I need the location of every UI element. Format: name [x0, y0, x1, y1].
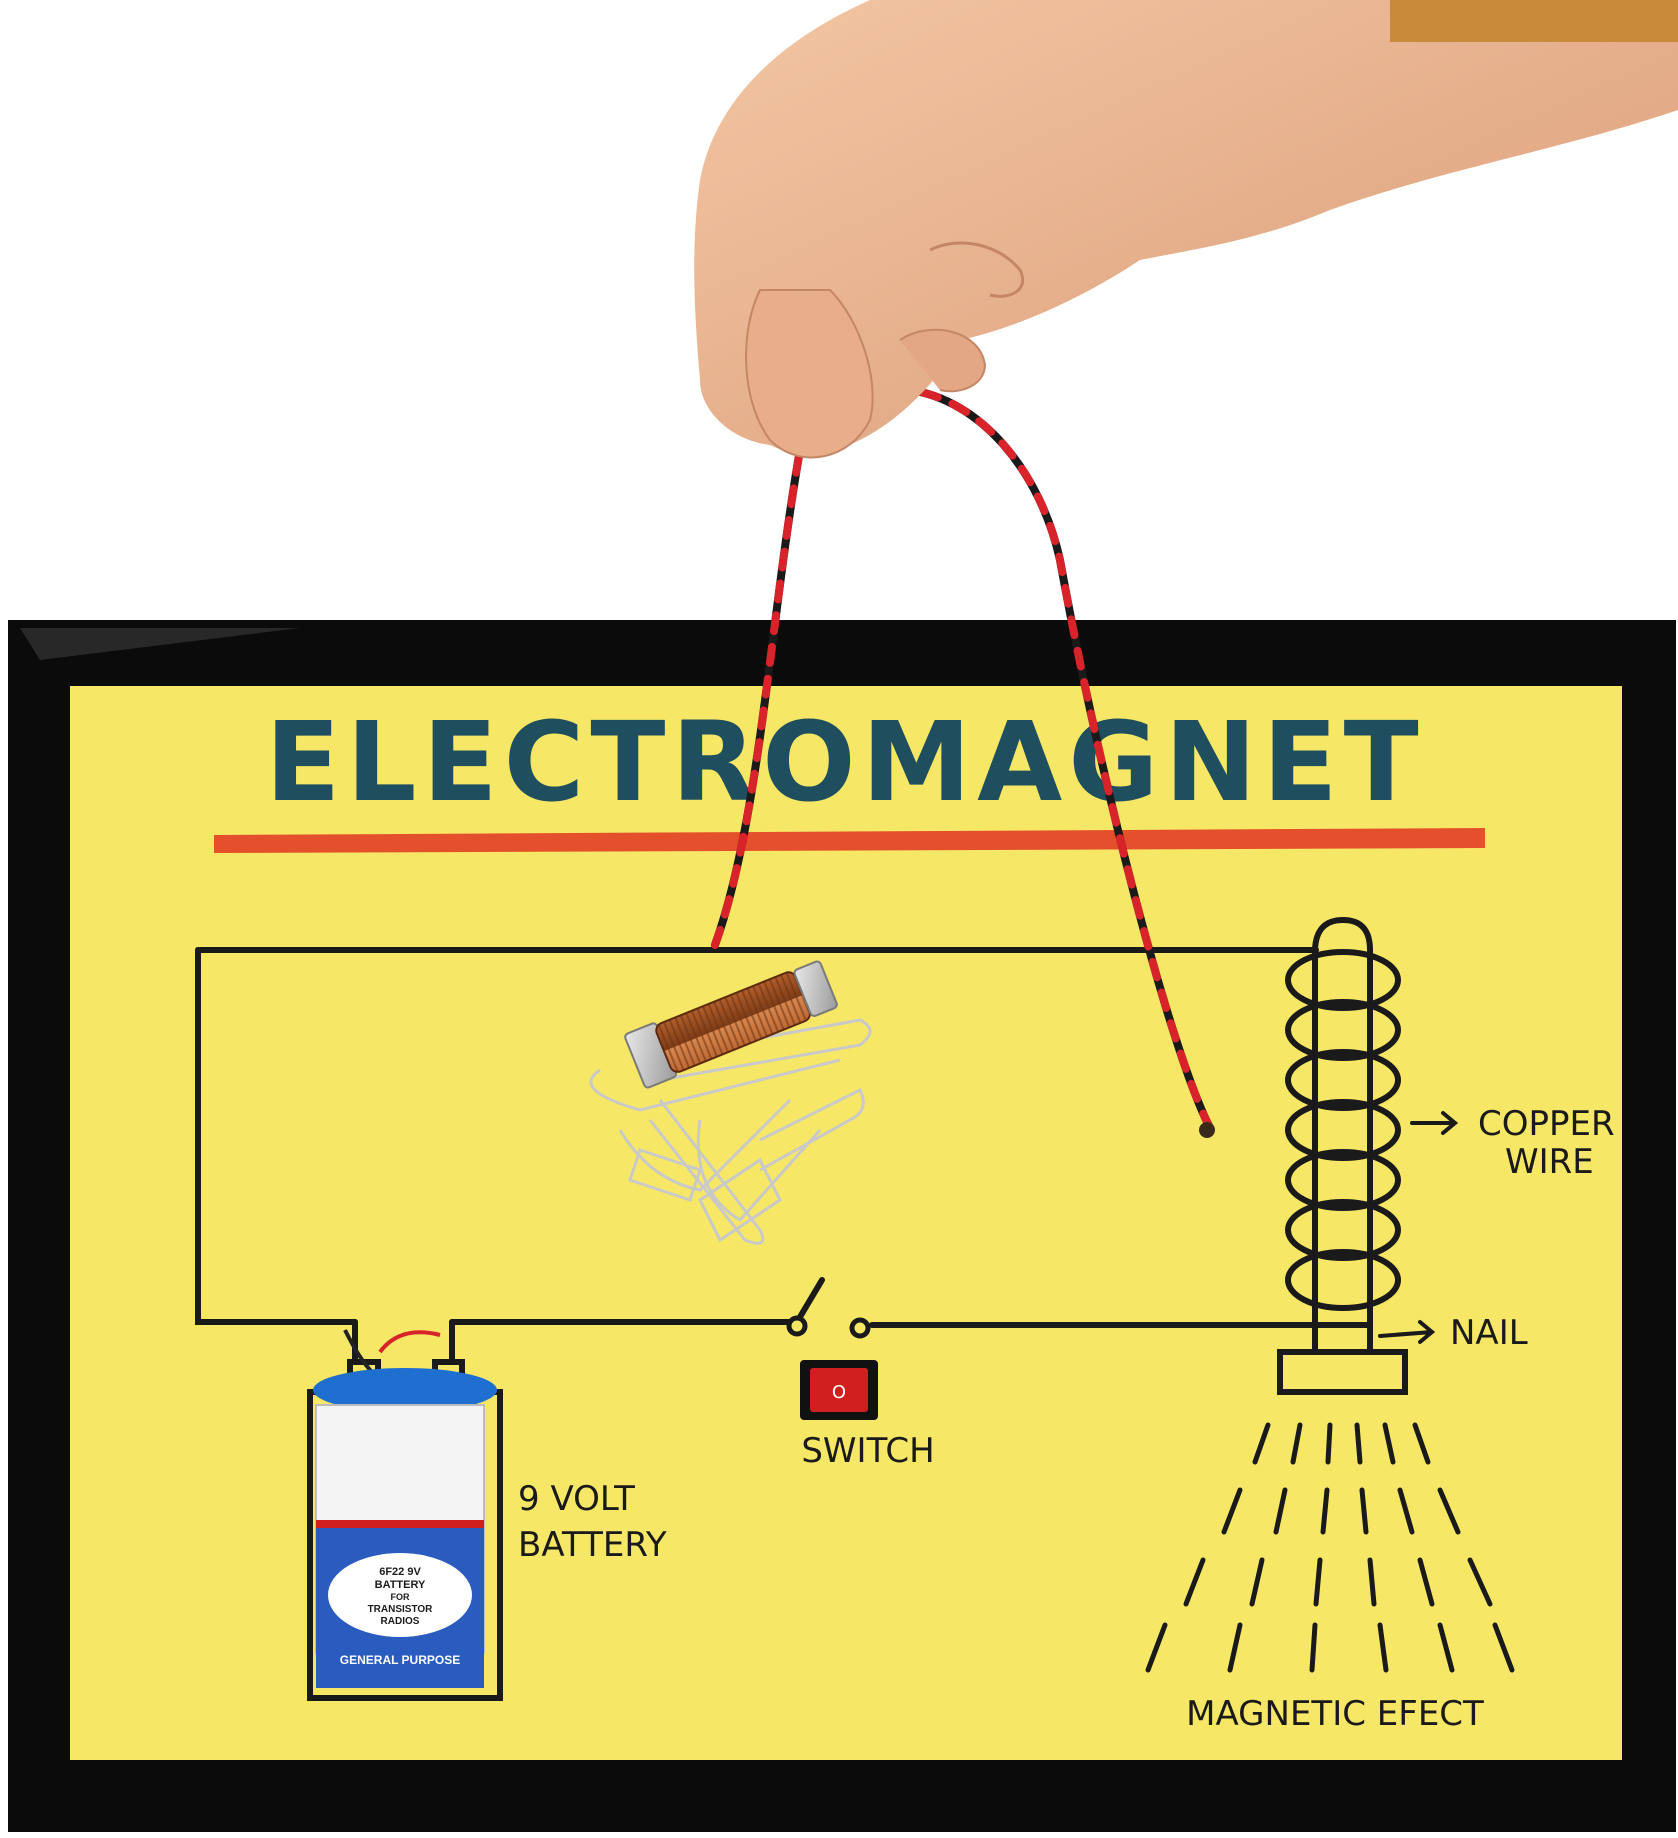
- finger-lower: [899, 328, 987, 393]
- switch-lever: [794, 1277, 825, 1325]
- label-wire: WIRE: [1505, 1142, 1594, 1182]
- finger-knuckle: [929, 241, 1025, 298]
- hand: [694, 0, 1678, 459]
- label-switch: SWITCH: [801, 1431, 934, 1471]
- battery-oval-line4: TRANSISTOR: [368, 1604, 434, 1615]
- battery-oval-line3: FOR: [391, 1592, 410, 1602]
- frame-glare: [20, 628, 300, 660]
- label-battery: BATTERY: [518, 1525, 667, 1565]
- nail-drawing: [1277, 916, 1408, 1395]
- battery-band-text: GENERAL PURPOSE: [340, 1653, 460, 1667]
- board-title: ELECTROMAGNET: [265, 698, 1424, 826]
- circuit-wires: [195, 947, 1371, 1365]
- label-copper: COPPER: [1478, 1104, 1615, 1144]
- magnetic-field-lines: [1145, 1422, 1515, 1673]
- switch-symbol: O: [832, 1382, 846, 1403]
- switch-contact-right: [849, 1317, 871, 1339]
- paper-clips: [589, 1018, 872, 1245]
- title-underline: [214, 828, 1485, 853]
- electromagnet-bolt: [624, 960, 838, 1089]
- bolt-nut: [793, 960, 838, 1017]
- label-magnetic-effect: MAGNETIC EFECT: [1186, 1694, 1484, 1734]
- thumb: [745, 289, 874, 459]
- wire-hole: [1199, 1122, 1215, 1138]
- wristwatch-strap: [1390, 0, 1678, 42]
- battery-oval-line2: BATTERY: [375, 1579, 426, 1591]
- rocker-switch[interactable]: O: [800, 1360, 878, 1420]
- label-nail: NAIL: [1450, 1313, 1528, 1353]
- battery-9v: 6F22 9V BATTERY FOR TRANSISTOR RADIOS GE…: [313, 1329, 497, 1688]
- switch-contact-left: [786, 1315, 808, 1337]
- label-arrows: [1378, 1111, 1459, 1344]
- battery-oval-line1: 6F22 9V: [379, 1566, 421, 1578]
- battery-oval-line5: RADIOS: [381, 1616, 420, 1627]
- copper-coil-drawing: [1285, 949, 1401, 1311]
- battery-snap-cap: [313, 1368, 497, 1412]
- label-battery-voltage: 9 VOLT: [518, 1479, 635, 1519]
